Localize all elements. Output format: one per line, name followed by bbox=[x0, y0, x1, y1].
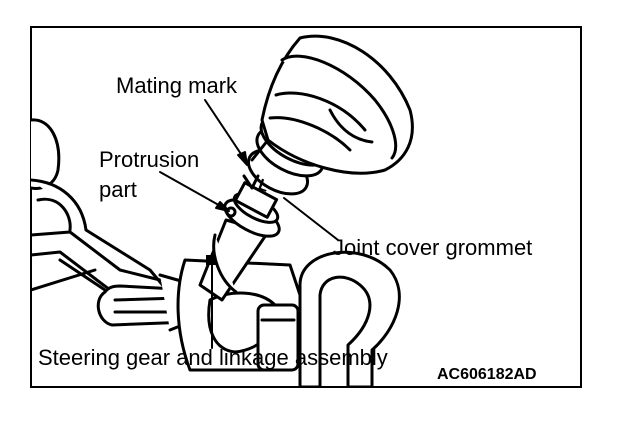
figure-code: AC606182AD bbox=[437, 366, 537, 383]
joint-cover-boot bbox=[260, 34, 414, 175]
steering-gear-label: Steering gear and linkage assembly bbox=[38, 345, 388, 370]
mating-mark-label: Mating mark bbox=[116, 73, 238, 98]
steering-gear-leader-tick bbox=[206, 255, 216, 265]
ball-joint-collar bbox=[223, 181, 281, 238]
mating-mark-glyph bbox=[242, 174, 260, 190]
protrusion-part-label-line2: part bbox=[99, 177, 137, 202]
right-bracket bbox=[298, 250, 401, 387]
joint-cover-grommet-label: Joint cover grommet bbox=[333, 235, 533, 260]
leader-lines bbox=[159, 99, 339, 349]
protrusion-part-label-line1: Protrusion bbox=[99, 147, 200, 172]
